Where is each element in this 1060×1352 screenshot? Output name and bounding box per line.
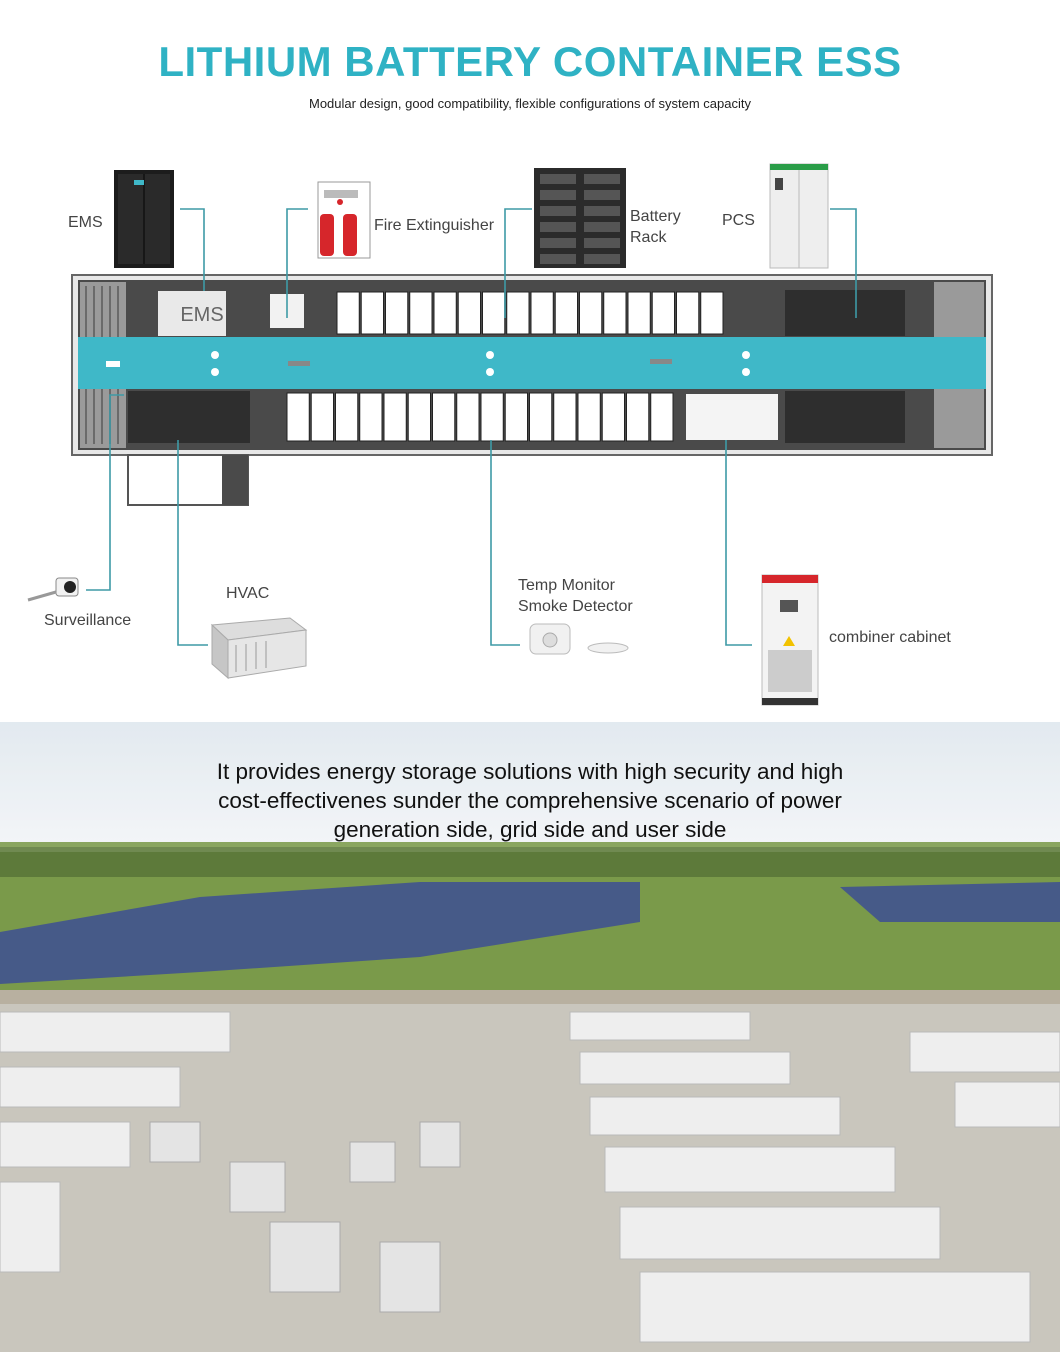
battery-rack-image (534, 168, 626, 268)
battery-module (457, 291, 481, 335)
battery-module (310, 392, 334, 442)
battery-module (360, 291, 384, 335)
battery-module (506, 291, 530, 335)
battery-module (335, 392, 359, 442)
battery-module (676, 291, 700, 335)
battery-module (286, 392, 310, 442)
battery-module (456, 392, 480, 442)
ems-cabinet-image (114, 170, 174, 268)
battery-module (433, 291, 457, 335)
battery-module (385, 291, 409, 335)
battery-module (336, 291, 360, 335)
battery-module (554, 291, 578, 335)
battery-module (579, 291, 603, 335)
fire-extinguisher-image (317, 181, 371, 259)
label-battery-rack: Battery Rack (630, 206, 681, 248)
page-subtitle: Modular design, good compatibility, flex… (309, 96, 751, 111)
battery-module (530, 291, 554, 335)
caption-line-3: generation side, grid side and user side (333, 817, 727, 842)
energy-storage-site-photo (0, 722, 1060, 1352)
battery-modules-lower (286, 392, 674, 442)
battery-module (601, 392, 625, 442)
pcs-cabinet-image (769, 163, 829, 269)
battery-module (603, 291, 627, 335)
battery-module (627, 291, 651, 335)
caption: It provides energy storage solutions wit… (100, 757, 960, 844)
battery-module (359, 392, 383, 442)
caption-line-2: cost-effectivenes sunder the comprehensi… (218, 788, 842, 813)
label-battery-rack-line2: Rack (630, 229, 667, 246)
battery-module (651, 291, 675, 335)
label-battery-rack-line1: Battery (630, 208, 681, 225)
label-smoke-detector: Smoke Detector (518, 598, 633, 615)
label-temp-smoke: Temp Monitor Smoke Detector (518, 575, 633, 617)
battery-module (432, 392, 456, 442)
battery-module (553, 392, 577, 442)
battery-module (409, 291, 433, 335)
battery-module (504, 392, 528, 442)
label-hvac: HVAC (226, 585, 270, 602)
label-combiner-cabinet: combiner cabinet (829, 629, 951, 646)
surveillance-camera-image (27, 577, 79, 602)
battery-module (700, 291, 724, 335)
hvac-unit-image (210, 617, 308, 680)
temp-smoke-detector-image (529, 623, 629, 655)
battery-module (407, 392, 431, 442)
combiner-cabinet-image (761, 574, 819, 706)
battery-module (480, 392, 504, 442)
battery-module (383, 392, 407, 442)
battery-module (626, 392, 650, 442)
battery-module (529, 392, 553, 442)
label-pcs: PCS (722, 212, 755, 229)
battery-module (650, 392, 674, 442)
label-surveillance: Surveillance (44, 612, 132, 629)
container-diagram (27, 163, 993, 706)
ems-panel-label: EMS (180, 304, 224, 326)
battery-modules-upper (336, 291, 724, 335)
battery-module (577, 392, 601, 442)
caption-line-1: It provides energy storage solutions wit… (216, 759, 844, 784)
label-ems: EMS (68, 214, 103, 231)
connector-lines (86, 208, 857, 646)
label-temp-monitor: Temp Monitor (518, 577, 615, 594)
page-title: LITHIUM BATTERY CONTAINER ESS (158, 38, 902, 85)
label-fire-extinguisher: Fire Extinguisher (374, 217, 495, 234)
battery-module (482, 291, 506, 335)
